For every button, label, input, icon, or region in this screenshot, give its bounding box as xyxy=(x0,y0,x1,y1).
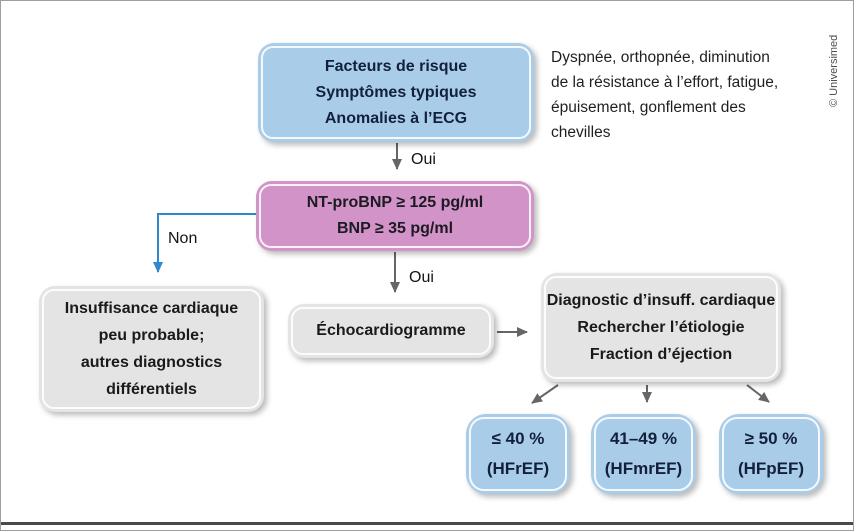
label-oui-top: Oui xyxy=(411,151,436,168)
node-hfpef: ≥ 50 % (HFpEF) xyxy=(719,414,823,494)
hf-unlikely-line: différentiels xyxy=(106,381,197,398)
hfref-line: ≤ 40 % xyxy=(491,429,545,448)
bnp-threshold-line: NT-proBNP ≥ 125 pg/ml xyxy=(306,194,484,211)
hf-diagnosis-line: Rechercher l’étiologie xyxy=(577,319,745,336)
risk-factors-line: Anomalies à l’ECG xyxy=(324,109,468,127)
node-hf-unlikely: Insuffisance cardiaque peu probable; aut… xyxy=(39,286,264,412)
label-non: Non xyxy=(168,230,198,247)
hf-unlikely-line: Insuffisance cardiaque xyxy=(64,300,239,317)
bnp-threshold-line: BNP ≥ 35 pg/ml xyxy=(336,220,454,237)
symptoms-note-line: de la résistance à l’effort, fatigue, xyxy=(551,74,779,91)
hf-unlikely-line: autres diagnostics xyxy=(80,354,223,371)
hfref-line: (HFrEF) xyxy=(486,459,550,478)
symptoms-note-line: chevilles xyxy=(551,124,611,141)
risk-factors-line: Facteurs de risque xyxy=(324,57,468,75)
symptoms-note-line: Dyspnée, orthopnée, diminution xyxy=(551,49,770,66)
risk-factors-line: Symptômes typiques xyxy=(315,83,477,101)
hf-diagnosis-line: Diagnostic d’insuff. cardiaque xyxy=(546,292,776,309)
echocardiogram-label: Échocardiogramme xyxy=(316,322,466,339)
node-echocardiogram: Échocardiogramme xyxy=(288,304,494,358)
hfmref-line: 41–49 % xyxy=(609,429,678,448)
hf-diagnosis-line: Fraction d’éjection xyxy=(589,346,733,363)
node-bnp-threshold: NT-proBNP ≥ 125 pg/ml BNP ≥ 35 pg/ml xyxy=(256,181,534,251)
node-hf-diagnosis: Diagnostic d’insuff. cardiaque Recherche… xyxy=(541,273,781,382)
arrow-diagnosis-to-hfref xyxy=(531,384,559,404)
node-risk-factors: Facteurs de risque Symptômes typiques An… xyxy=(258,43,534,142)
hfmref-line: (HFmrEF) xyxy=(604,459,683,478)
bottom-border-bar xyxy=(1,522,853,525)
symptoms-note: Dyspnée, orthopnée, diminution de la rés… xyxy=(551,45,819,145)
symptoms-note-line: épuisement, gonflement des xyxy=(551,99,746,116)
arrow-diagnosis-to-hfpef xyxy=(746,384,770,403)
node-hfmref: 41–49 % (HFmrEF) xyxy=(591,414,696,494)
hf-unlikely-line: peu probable; xyxy=(98,327,205,344)
hfpef-line: (HFpEF) xyxy=(737,459,805,478)
label-oui-mid: Oui xyxy=(409,269,434,286)
hfpef-line: ≥ 50 % xyxy=(744,429,798,448)
node-hfref: ≤ 40 % (HFrEF) xyxy=(466,414,570,494)
copyright-credit: © Universimed xyxy=(828,34,840,107)
